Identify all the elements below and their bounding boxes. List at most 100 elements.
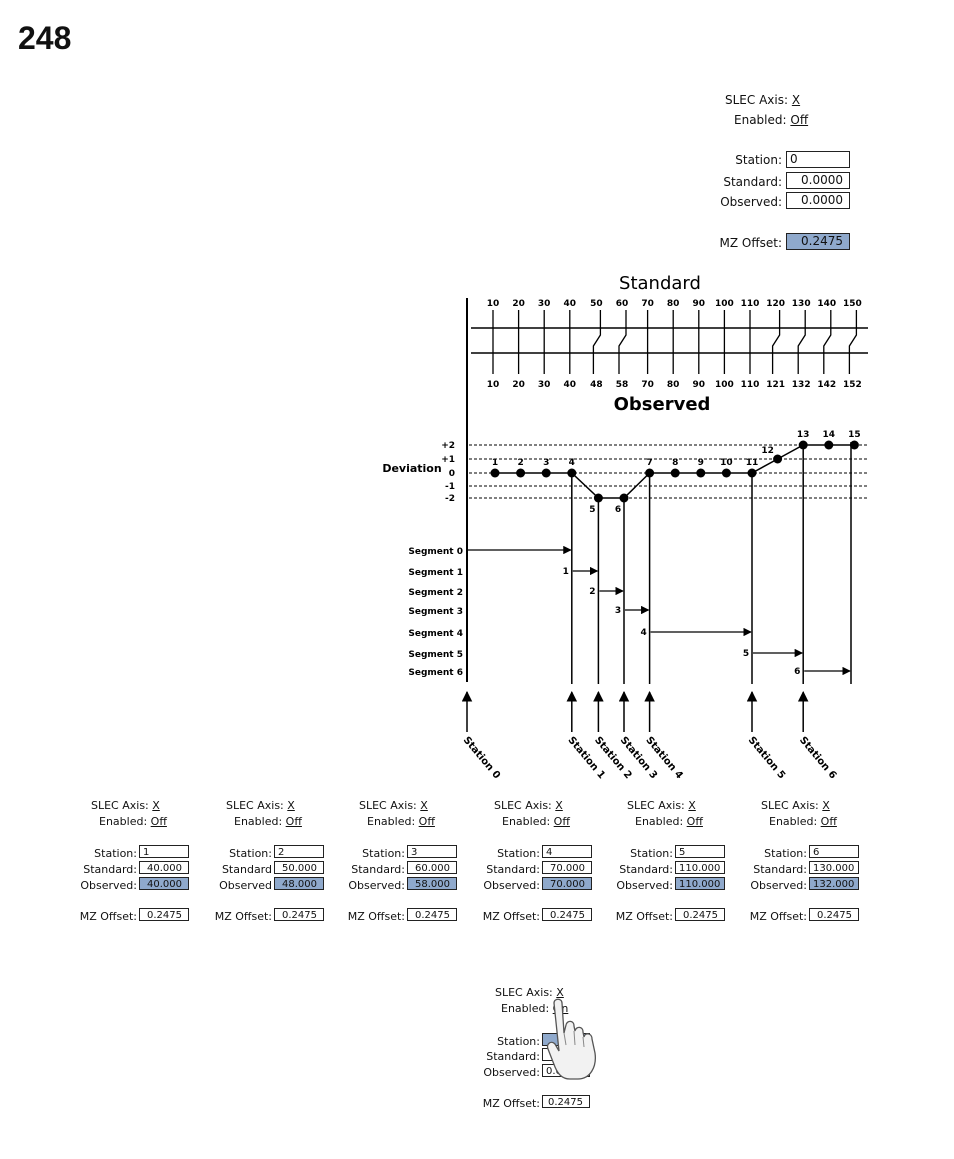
mz-offset-field[interactable]: 0.2475 (542, 1095, 590, 1108)
observed-tick-label: 58 (616, 380, 629, 390)
standard-label: Standard: (753, 863, 807, 876)
axis-value[interactable]: X (287, 799, 295, 812)
station-field[interactable]: 0 (786, 151, 850, 168)
axis-value[interactable]: X (556, 986, 564, 999)
standard-field[interactable]: 60.000 (407, 861, 457, 874)
enabled-value[interactable]: Off (790, 113, 809, 127)
standard-tick-label: 50 (590, 299, 603, 309)
axis-label: SLEC Axis: (91, 799, 149, 812)
deviation-point (747, 468, 757, 478)
enabled-label: Enabled: (367, 815, 416, 828)
standard-field[interactable]: 50.000 (274, 861, 324, 874)
segment-number: 2 (589, 587, 595, 597)
mz-offset-field[interactable]: 0.2475 (139, 908, 189, 921)
tick-mark (771, 310, 781, 374)
station-label: Station: (764, 847, 807, 860)
point-label: 14 (823, 430, 836, 440)
mz-offset-label: MZ Offset: (482, 1097, 540, 1110)
deviation-point (721, 468, 731, 478)
station-field[interactable]: 6 (809, 845, 859, 858)
enabled-value[interactable]: Off (285, 815, 302, 828)
top-slec-panel: SLEC Axis: X Enabled: Off Station: 0 Sta… (700, 90, 860, 260)
enabled-value[interactable]: Off (150, 815, 167, 828)
observed-tick-label: 132 (792, 380, 811, 390)
standard-tick-label: 150 (843, 299, 862, 309)
station-label: Station: (362, 847, 405, 860)
mz-offset-label: MZ Offset: (615, 910, 673, 923)
segment-label: Segment 5 (408, 650, 463, 660)
observed-field[interactable]: 48.000 (274, 877, 324, 890)
standard-tick-label: 40 (564, 299, 577, 309)
segment-number: 1 (563, 567, 569, 577)
station-field[interactable]: 2 (274, 845, 324, 858)
mz-offset-field[interactable]: 0.2475 (274, 908, 324, 921)
standard-tick-label: 70 (641, 299, 654, 309)
mz-offset-field[interactable]: 0.2475 (407, 908, 457, 921)
station-label: Station: (94, 847, 137, 860)
enabled-value[interactable]: Off (686, 815, 703, 828)
enabled-value[interactable]: Off (418, 815, 435, 828)
observed-tick-label: 121 (766, 380, 785, 390)
station-panel: SLEC Axis: X Enabled: Off Station: 5 Sta… (616, 797, 729, 927)
enabled-value[interactable]: Off (820, 815, 837, 828)
mz-offset-field[interactable]: 0.2475 (809, 908, 859, 921)
point-label: 13 (797, 430, 810, 440)
standard-tick-label: 10 (487, 299, 500, 309)
observed-tick-label: 100 (715, 380, 734, 390)
standard-tick-label: 90 (693, 299, 706, 309)
point-label: 5 (589, 505, 595, 515)
enabled-label: Enabled: (502, 815, 551, 828)
observed-field[interactable]: 70.000 (542, 877, 592, 890)
observed-title: Observed (614, 394, 711, 415)
observed-field[interactable]: 110.000 (675, 877, 725, 890)
axis-value[interactable]: X (152, 799, 160, 812)
deviation-point (516, 468, 526, 478)
observed-field[interactable]: 40.000 (139, 877, 189, 890)
observed-tick-label: 30 (538, 380, 551, 390)
standard-tick-label: 130 (792, 299, 811, 309)
observed-field[interactable]: 0.0000 (786, 192, 850, 209)
axis-label: SLEC Axis: (226, 799, 284, 812)
deviation-level-label: +1 (441, 455, 455, 465)
standard-field[interactable]: 40.000 (139, 861, 189, 874)
tick-mark (592, 310, 602, 374)
slec-diagram: Standard Observed Deviation 101020203030… (382, 273, 868, 781)
deviation-point (645, 468, 655, 478)
observed-field[interactable]: 132.000 (809, 877, 859, 890)
axis-value[interactable]: X (420, 799, 428, 812)
standard-tick-label: 20 (512, 299, 525, 309)
standard-label: Standard (221, 863, 272, 876)
mz-offset-field[interactable]: 0.2475 (542, 908, 592, 921)
observed-label: Observed: (483, 879, 540, 892)
standard-field[interactable]: 0.0000 (786, 172, 850, 189)
station-label: Station 5 (746, 735, 787, 781)
observed-tick-label: 70 (641, 380, 654, 390)
standard-field[interactable]: 130.000 (809, 861, 859, 874)
segment-label: Segment 4 (408, 629, 463, 639)
axis-value[interactable]: X (822, 799, 830, 812)
deviation-point (696, 468, 706, 478)
station-field[interactable]: 3 (407, 845, 457, 858)
deviation-level-label: -2 (445, 494, 455, 504)
tick-mark (618, 310, 627, 374)
deviation-level-label: +2 (441, 441, 455, 451)
standard-title: Standard (619, 273, 701, 294)
observed-tick-label: 142 (817, 380, 836, 390)
axis-value[interactable]: X (791, 93, 801, 107)
deviation-point (798, 440, 808, 450)
deviation-point (541, 468, 551, 478)
mz-offset-field[interactable]: 0.2475 (786, 233, 850, 250)
standard-field[interactable]: 70.000 (542, 861, 592, 874)
axis-value[interactable]: X (688, 799, 696, 812)
enabled-value[interactable]: Off (553, 815, 570, 828)
station-field[interactable]: 4 (542, 845, 592, 858)
mz-offset-field[interactable]: 0.2475 (675, 908, 725, 921)
axis-value[interactable]: X (555, 799, 563, 812)
standard-field[interactable]: 110.000 (675, 861, 725, 874)
station-field[interactable]: 5 (675, 845, 725, 858)
observed-field[interactable]: 58.000 (407, 877, 457, 890)
station-field[interactable]: 1 (139, 845, 189, 858)
deviation-point (567, 468, 577, 478)
observed-tick-label: 10 (487, 380, 500, 390)
deviation-point (619, 493, 629, 503)
